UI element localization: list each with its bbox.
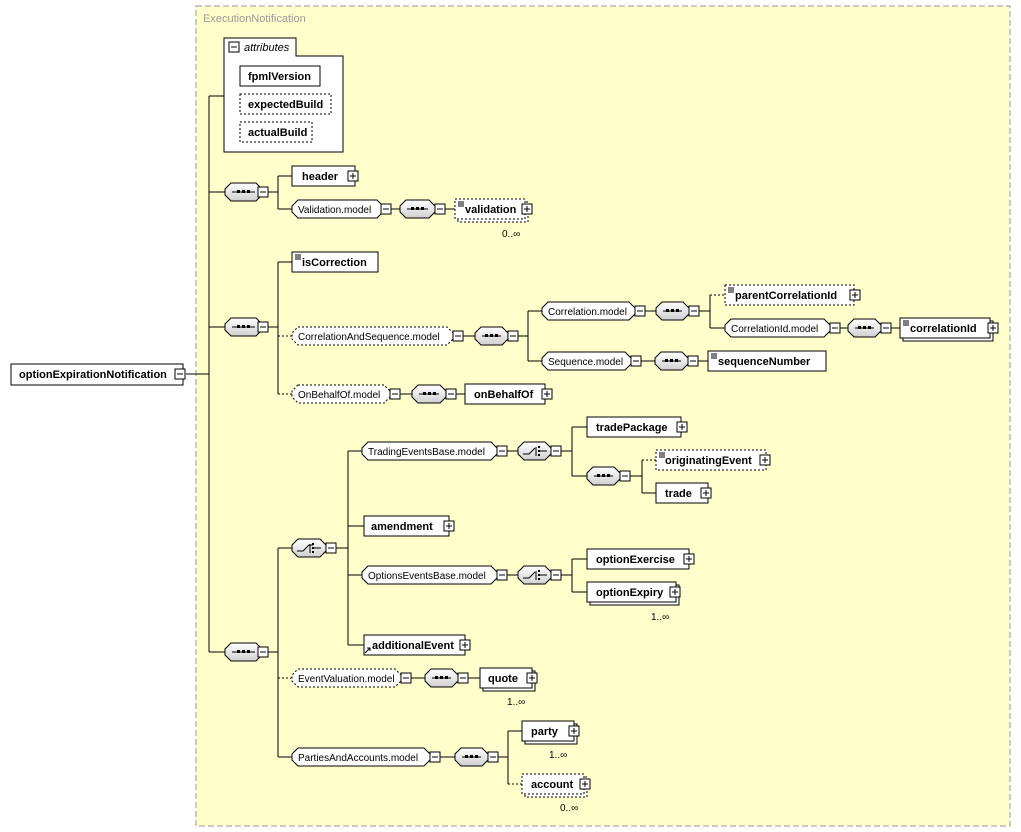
element-account[interactable]: account 0..∞ xyxy=(521,773,591,814)
attribute-actualBuild[interactable] xyxy=(239,121,313,143)
element-isCorrection[interactable]: isCorrection xyxy=(291,251,379,273)
sequence-compositor-on-behalf-of[interactable] xyxy=(411,384,457,404)
sequence-compositors xyxy=(224,182,892,767)
element-label: sequenceNumber xyxy=(718,356,811,368)
group-event-valuation-model[interactable]: EventValuation.model xyxy=(291,668,412,688)
element-label: optionExpiry xyxy=(596,587,664,599)
sequence-compositor-correlation[interactable] xyxy=(655,301,700,321)
cardinality: 0..∞ xyxy=(560,803,578,814)
attribute-fpmlVersion[interactable] xyxy=(239,65,321,87)
attribute-label: fpmlVersion xyxy=(248,71,311,83)
element-boxes: header validation 0..∞ isCorrection pare… xyxy=(291,165,999,814)
element-tradePackage[interactable]: tradePackage xyxy=(586,416,688,438)
cardinality: 1..∞ xyxy=(507,697,525,708)
type-title: ExecutionNotification xyxy=(203,13,306,25)
attribute-expectedBuild[interactable] xyxy=(239,93,332,115)
element-parentCorrelationId[interactable]: parentCorrelationId xyxy=(724,284,861,306)
sequence-compositor-correlation-and-sequence[interactable] xyxy=(474,326,519,346)
attribute-label: actualBuild xyxy=(248,127,307,139)
choice-compositor-options[interactable] xyxy=(517,565,562,585)
cardinality: 1..∞ xyxy=(651,612,669,623)
element-label: trade xyxy=(665,488,692,500)
element-onBehalfOf[interactable]: onBehalfOf xyxy=(464,383,553,405)
group-label: CorrelationId.model xyxy=(731,324,818,335)
root-label: optionExpirationNotification xyxy=(19,369,167,381)
root-element[interactable]: optionExpirationNotification xyxy=(10,363,186,386)
sequence-compositor-1[interactable] xyxy=(224,182,269,202)
group-options-events-base-model[interactable]: OptionsEventsBase.model xyxy=(361,565,508,585)
element-label: additionalEvent xyxy=(372,640,454,652)
group-label: OnBehalfOf.model xyxy=(298,390,380,401)
element-validation[interactable]: validation 0..∞ xyxy=(454,198,533,240)
sequence-compositor-validation[interactable] xyxy=(399,199,446,219)
element-label: account xyxy=(531,779,574,791)
element-quote[interactable]: quote 1..∞ xyxy=(479,667,538,708)
group-label: TradingEventsBase.model xyxy=(368,447,485,458)
group-on-behalf-of-model[interactable]: OnBehalfOf.model xyxy=(291,384,401,404)
documentation-icon xyxy=(903,320,909,326)
sequence-compositor-sequence[interactable] xyxy=(654,351,699,371)
group-correlation-id-model[interactable]: CorrelationId.model xyxy=(724,318,841,338)
group-label: CorrelationAndSequence.model xyxy=(298,332,440,343)
element-additionalEvent[interactable]: additionalEvent xyxy=(363,634,471,656)
element-optionExpiry[interactable]: optionExpiry 1..∞ xyxy=(586,581,681,623)
element-amendment[interactable]: amendment xyxy=(363,515,455,537)
element-label: parentCorrelationId xyxy=(735,290,837,302)
group-validation-model[interactable]: Validation.model xyxy=(291,199,392,219)
element-party[interactable]: party 1..∞ xyxy=(521,720,580,761)
group-label: EventValuation.model xyxy=(298,674,395,685)
group-sequence-model[interactable]: Sequence.model xyxy=(541,351,642,371)
choice-compositor-trading[interactable] xyxy=(517,441,562,461)
group-label: OptionsEventsBase.model xyxy=(368,571,486,582)
element-header[interactable]: header xyxy=(291,165,359,187)
documentation-icon xyxy=(711,353,717,359)
element-label: header xyxy=(302,171,339,183)
choice-compositors xyxy=(291,441,562,585)
element-label: party xyxy=(531,726,559,738)
sequence-compositor-3[interactable] xyxy=(224,642,269,662)
element-optionExercise[interactable]: optionExercise xyxy=(586,548,695,570)
model-groups: Validation.model CorrelationAndSequence.… xyxy=(291,199,841,767)
sequence-compositor-event-valuation[interactable] xyxy=(424,668,469,688)
attribute-label: expectedBuild xyxy=(248,99,323,111)
sequence-compositor-trading[interactable] xyxy=(586,466,631,486)
element-label: tradePackage xyxy=(596,422,668,434)
group-correlation-model[interactable]: Correlation.model xyxy=(541,301,646,321)
sequence-compositor-correlation-id[interactable] xyxy=(847,318,892,338)
element-originatingEvent[interactable]: originatingEvent xyxy=(655,449,771,471)
reference-arrow-icon xyxy=(364,647,371,654)
attributes-title: attributes xyxy=(244,42,290,54)
sequence-compositor-2[interactable] xyxy=(224,317,269,337)
choice-compositor-main[interactable] xyxy=(291,538,337,558)
documentation-icon xyxy=(295,254,301,260)
documentation-icon xyxy=(728,287,734,293)
cardinality: 1..∞ xyxy=(549,750,567,761)
element-label: optionExercise xyxy=(596,554,675,566)
group-trading-events-base-model[interactable]: TradingEventsBase.model xyxy=(361,441,508,461)
element-label: amendment xyxy=(371,521,433,533)
attributes-group: attributes fpmlVersion expectedBuild act… xyxy=(223,37,344,153)
group-label: Validation.model xyxy=(298,205,371,216)
element-correlationId[interactable]: correlationId xyxy=(899,317,999,342)
documentation-icon xyxy=(458,201,464,207)
element-label: correlationId xyxy=(910,323,977,335)
connector-lines xyxy=(186,95,900,785)
element-label: originatingEvent xyxy=(665,455,752,467)
documentation-icon xyxy=(659,452,665,458)
element-label: validation xyxy=(465,204,517,216)
group-label: Correlation.model xyxy=(548,307,627,318)
element-label: onBehalfOf xyxy=(474,389,534,401)
group-parties-and-accounts-model[interactable]: PartiesAndAccounts.model xyxy=(291,747,441,767)
element-label: quote xyxy=(488,673,518,685)
group-label: Sequence.model xyxy=(548,357,623,368)
element-trade[interactable]: trade xyxy=(655,482,712,504)
sequence-compositor-parties[interactable] xyxy=(454,747,499,767)
element-sequenceNumber[interactable]: sequenceNumber xyxy=(707,350,827,372)
cardinality: 0..∞ xyxy=(502,229,520,240)
group-label: PartiesAndAccounts.model xyxy=(298,753,418,764)
group-correlation-and-sequence-model[interactable]: CorrelationAndSequence.model xyxy=(291,326,464,346)
element-label: isCorrection xyxy=(302,257,367,269)
